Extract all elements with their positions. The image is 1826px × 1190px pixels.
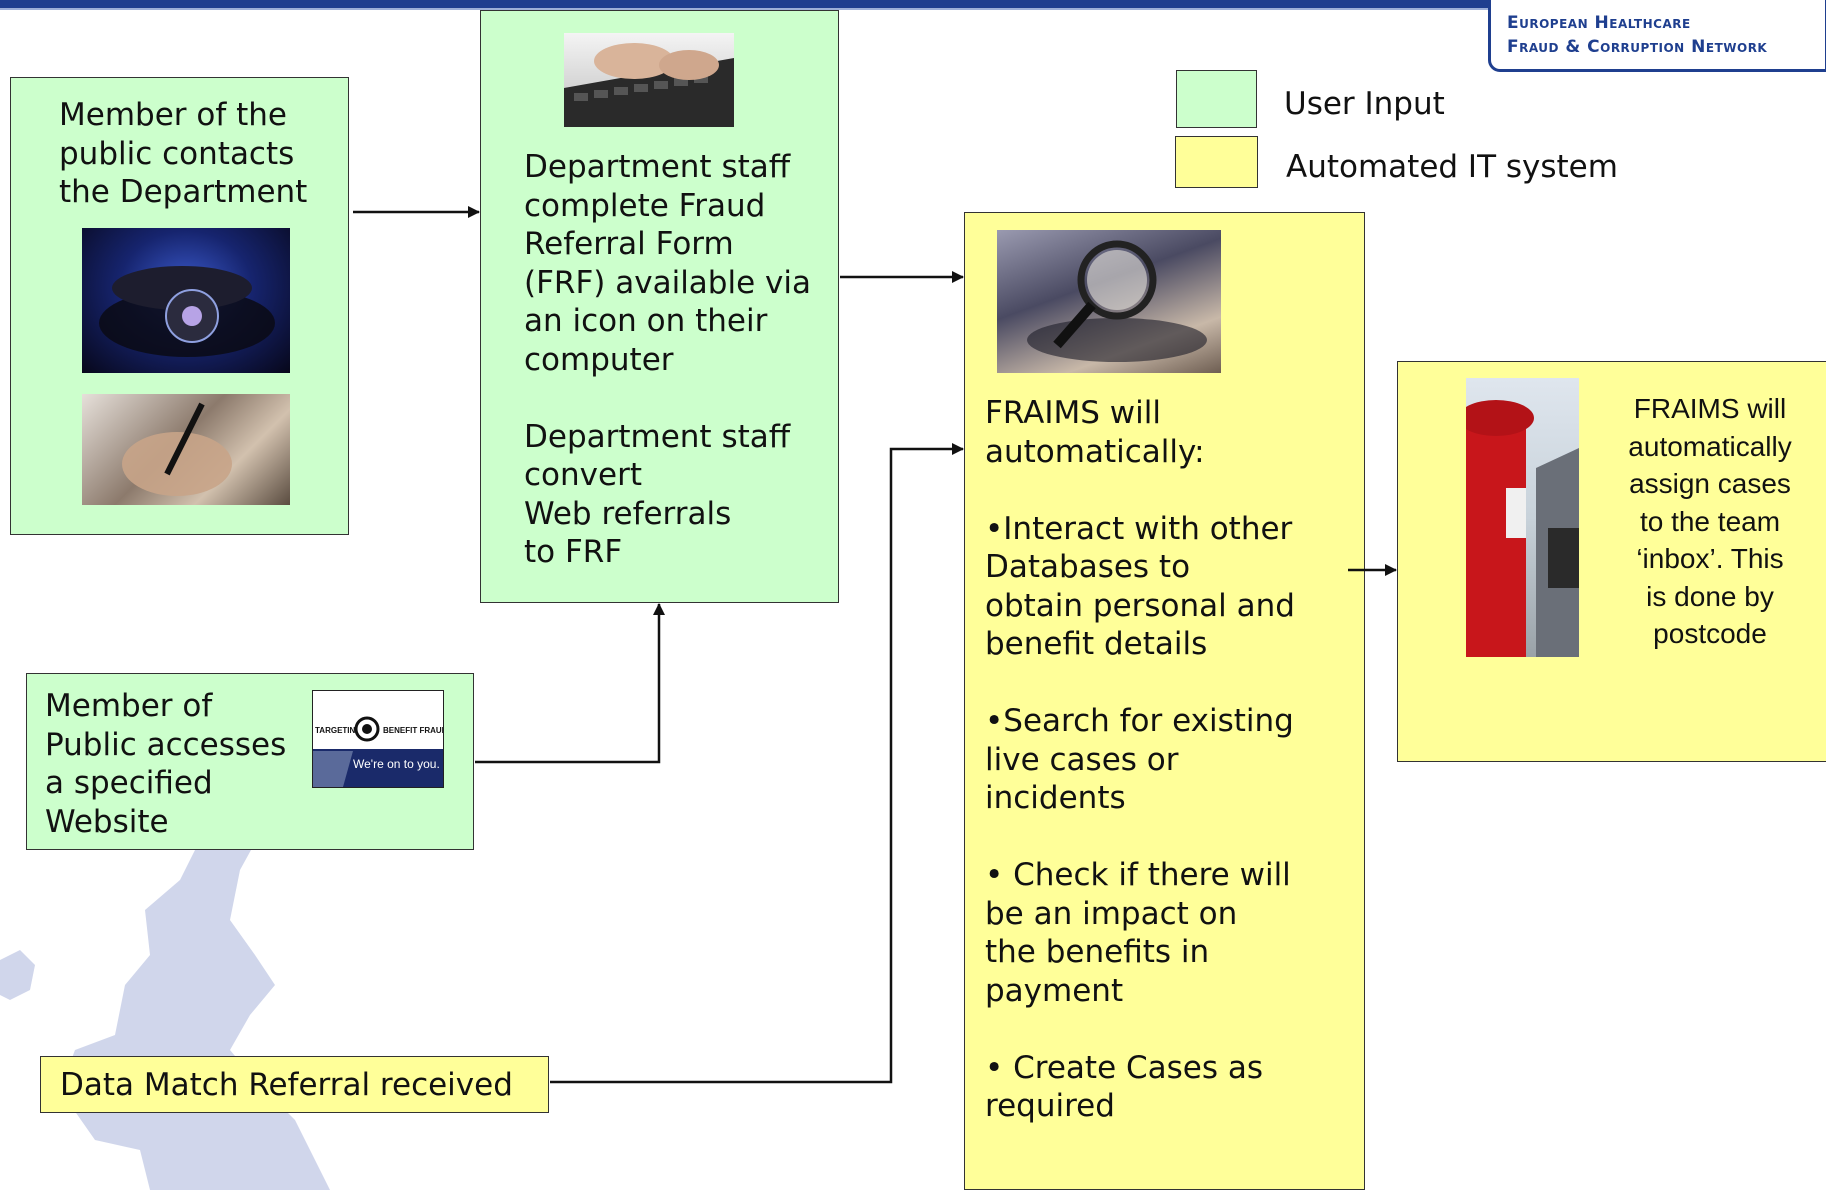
header-rule [0,0,1826,8]
telephone-photo [82,228,290,373]
hand-writing-photo [82,394,290,505]
banner-slogan: We're on to you. [353,757,440,771]
department-staff-text: Department staff complete Fraud Referral… [524,149,811,570]
legend-swatch-user-input [1176,70,1257,128]
banner-right-text: BENEFIT FRAUD [383,726,444,735]
fraims-text: FRAIMS will automatically: •Interact wit… [985,395,1295,1124]
logo-line-1: European Healthcare [1507,13,1691,33]
targeting-benefit-fraud-banner: TARGETING BENEFIT FRAUD We're on to you. [312,690,444,788]
logo-line-2: Fraud & Corruption Network [1507,37,1768,57]
fraims-box [964,212,1365,1190]
keyboard-photo [564,33,734,127]
public-contact-text: Member of the public contacts the Depart… [59,97,308,210]
arrow-datamatch-to-fraims [550,443,964,1084]
legend-user-input-label: User Input [1284,86,1445,122]
banner-left-text: TARGETING [315,726,362,735]
website-access-text: Member of Public accesses a specified We… [45,688,287,840]
magnifying-glass-photo [997,230,1221,373]
legend-automated-label: Automated IT system [1286,149,1618,185]
postbox-photo [1466,378,1579,657]
ehfcn-logo: European Healthcare Fraud & Corruption N… [1488,0,1826,72]
header-rule-light [0,8,1826,10]
data-match-text: Data Match Referral received [60,1067,513,1103]
data-match-box [40,1056,549,1113]
arrow-website-to-department [475,603,665,764]
legend-swatch-automated [1175,136,1258,188]
assign-cases-text: FRAIMS will automatically assign cases t… [1628,393,1792,649]
